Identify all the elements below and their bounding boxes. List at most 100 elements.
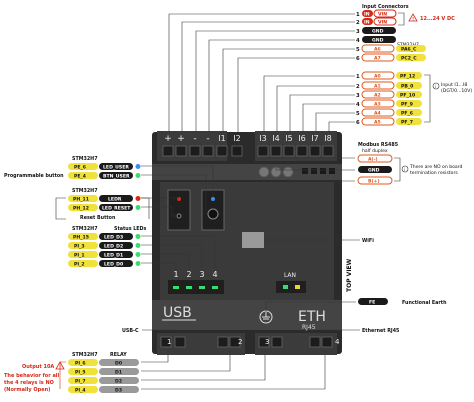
top-terminal-labels: + + - - I1 I2 I3 I4 I5 I6 I7 I8 (164, 134, 332, 144)
input-row: 6 A5 PF_7 (356, 117, 422, 126)
relay-behavior-1: The behavior for all (4, 373, 60, 379)
lan-leds (276, 281, 306, 293)
svg-text:IN: IN (364, 20, 370, 26)
terminal-label: I5 (285, 134, 292, 143)
svg-text:A6: A6 (374, 47, 381, 53)
svg-text:PB_0: PB_0 (401, 84, 413, 90)
rs485-row: A(-) (357, 154, 393, 163)
svg-text:PI_5: PI_5 (75, 370, 86, 376)
svg-text:PF_9: PF_9 (401, 102, 413, 108)
input-connectors-title: Input Connectors (362, 4, 409, 10)
svg-text:A(-): A(-) (368, 157, 378, 163)
relays-title: RELAY (110, 352, 127, 358)
led-d0 (173, 286, 179, 289)
svg-text:BTN_USER: BTN_USER (103, 174, 130, 180)
inputs-bracket (424, 74, 431, 123)
svg-text:i: i (404, 167, 405, 172)
svg-text:PF_6: PF_6 (401, 111, 413, 117)
relay-row: PI_4 D3 (68, 386, 139, 394)
svg-text:LEDR: LEDR (108, 197, 122, 203)
input-row: 5 A4 PF_6 (356, 108, 422, 117)
status-led-row: PI_1 LED_D1 (68, 251, 141, 259)
rs485-subtitle: half duplex (362, 148, 388, 154)
svg-text:PI_1: PI_1 (74, 253, 85, 259)
button-pin-row: PE_6 LED_USER (68, 163, 141, 171)
svg-text:2: 2 (356, 20, 360, 26)
power-voltage-note: 12...24 V DC (420, 16, 455, 22)
svg-text:D3: D3 (115, 388, 122, 394)
terminal-label: I8 (324, 134, 331, 143)
svg-text:1: 1 (356, 74, 360, 80)
reset-button[interactable] (167, 189, 191, 231)
svg-text:LED_USER: LED_USER (103, 165, 129, 171)
svg-text:A2: A2 (374, 93, 381, 99)
status-led-numbers: 1 2 3 4 (173, 270, 217, 279)
vent-slots (302, 168, 335, 174)
terminal-label: I4 (272, 134, 279, 143)
rj45-text: RJ45 (302, 324, 316, 331)
terminal-label: I1 (218, 134, 225, 143)
svg-text:3: 3 (199, 270, 204, 279)
lan-label: LAN (284, 272, 296, 279)
terminal-label: I3 (259, 134, 266, 143)
svg-text:PF_10: PF_10 (400, 93, 415, 99)
programmable-button-label: Programmable button (4, 173, 64, 179)
eth-text: ETH (298, 309, 326, 325)
gnd-row: 3 GND (356, 27, 396, 35)
svg-text:GND: GND (372, 38, 384, 44)
svg-text:3: 3 (356, 93, 360, 99)
terminal-label: - (193, 134, 196, 144)
terminal-label: + (164, 134, 172, 144)
svg-text:IN: IN (364, 12, 370, 18)
svg-text:Output 10A: Output 10A (22, 364, 54, 370)
relay-bracket (59, 361, 66, 389)
rs485-terminals (258, 166, 294, 178)
svg-text:A5: A5 (374, 120, 381, 126)
svg-text:GND: GND (368, 168, 380, 174)
svg-text:6: 6 (356, 120, 360, 126)
analog-row: 6 A7 PC2_C (356, 53, 426, 62)
reset-pin-row: PH_11 LEDR (68, 195, 141, 203)
svg-text:PH_15: PH_15 (73, 235, 89, 241)
input-row: 2 A1 PB_0 (356, 81, 422, 90)
programmable-button[interactable] (201, 189, 225, 231)
svg-text:2: 2 (238, 338, 242, 346)
reset-pin-row: PH_12 LED_RESET (68, 204, 141, 212)
fe-tag (358, 298, 388, 305)
led-d2 (199, 286, 205, 289)
rs485-row: B(+) (357, 176, 393, 185)
fe-tag-text: FE (369, 300, 375, 306)
status-led-lines (141, 235, 216, 270)
power-bracket (398, 12, 405, 26)
svg-text:4: 4 (335, 338, 340, 346)
warning-icon: ! (408, 13, 418, 22)
svg-text:A4: A4 (374, 111, 381, 117)
rs485-lines (263, 157, 355, 182)
svg-text:PF_7: PF_7 (401, 120, 413, 126)
info-icon: i (401, 165, 409, 173)
status-led-row: PH_15 LED_D3 (68, 233, 141, 241)
relay-behavior-3: (Normally Open) (4, 387, 50, 393)
info-icon: i (432, 82, 440, 90)
terminal-label: I6 (298, 134, 305, 143)
svg-text:A3: A3 (374, 102, 381, 108)
input-row: 4 A3 PF_9 (356, 99, 422, 108)
svg-text:i: i (435, 84, 436, 89)
user-led (211, 197, 215, 201)
svg-text:!: ! (412, 17, 414, 22)
svg-text:D1: D1 (115, 370, 122, 376)
status-led-row: PI_3 LED_D2 (68, 242, 141, 250)
svg-text:6: 6 (356, 56, 360, 62)
svg-text:PI_2: PI_2 (74, 262, 85, 268)
input-row: 3 A2 PF_10 (356, 90, 422, 99)
buttons-chip: STM32H7 (72, 156, 98, 162)
svg-text:4: 4 (212, 270, 217, 279)
inputs-note-title: Input I1...I8 (441, 82, 467, 88)
status-led-row: PI_2 LED_D0 (68, 260, 141, 268)
terminal-label: - (206, 134, 209, 144)
relay-row: PI_6 D0 (68, 359, 139, 367)
inputs-note-sub: (DGT/0...10V) (441, 88, 472, 94)
svg-text:VIN: VIN (378, 12, 387, 18)
svg-text:2: 2 (186, 270, 191, 279)
input-row: 1 A0 PF_12 (356, 71, 422, 80)
